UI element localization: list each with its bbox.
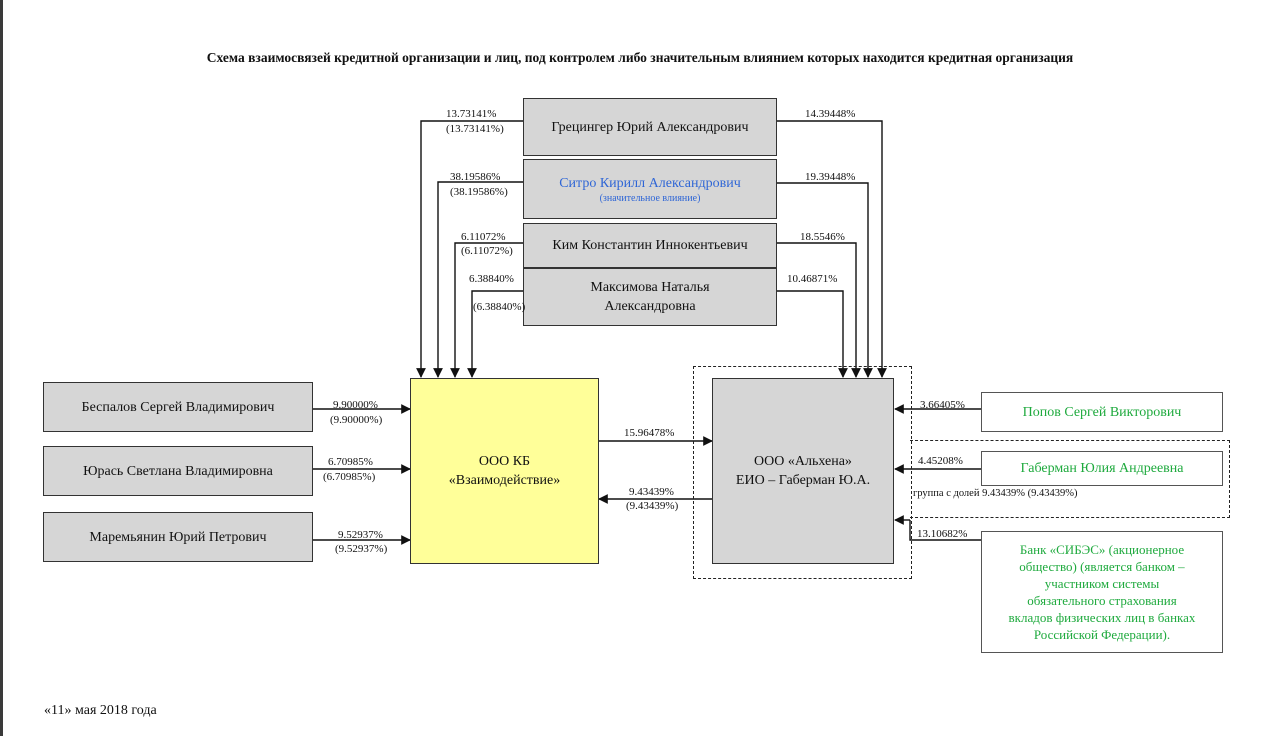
person-kim: Ким Константин Иннокентьевич bbox=[523, 223, 777, 268]
bank-sibes: Банк «СИБЭС» (акционерное общество) (явл… bbox=[981, 531, 1223, 653]
person-name: Габерман Юлия Андреевна bbox=[1020, 461, 1184, 476]
share-maksimova-kb-paren: (6.38840%) bbox=[473, 301, 526, 313]
arrow-maksimova-to-kb bbox=[467, 290, 523, 378]
person-name: Беспалов Сергей Владимирович bbox=[81, 399, 275, 415]
arrow-gretsinger-to-kb bbox=[416, 120, 523, 378]
share-gretsinger-kb: 13.73141% bbox=[446, 108, 497, 120]
share-yuras-paren: (6.70985%) bbox=[323, 471, 376, 483]
person-popov: Попов Сергей Викторович bbox=[981, 392, 1223, 432]
share-alkhena-to-kb-paren: (9.43439%) bbox=[626, 500, 679, 512]
person-gretsinger: Грецингер Юрий Александрович bbox=[523, 98, 777, 156]
share-bespalov: 9.90000% bbox=[333, 399, 378, 411]
share-maksimova-kb: 6.38840% bbox=[469, 273, 514, 285]
share-sitro-alkhena: 19.39448% bbox=[805, 171, 856, 183]
sibes-line: обязательного страхования bbox=[1027, 593, 1177, 608]
share-sitro-kb: 38.19586% bbox=[450, 171, 501, 183]
arrow-sitro-to-kb bbox=[433, 181, 523, 378]
person-bespalov: Беспалов Сергей Владимирович bbox=[43, 382, 313, 432]
person-note: (значительное влияние) bbox=[599, 192, 701, 204]
group-share-label: группа с долей 9.43439% (9.43439%) bbox=[913, 488, 1078, 499]
sibes-line: Банк «СИБЭС» (акционерное bbox=[1019, 542, 1185, 557]
share-gaberman: 4.45208% bbox=[918, 455, 963, 467]
person-name: Ситро Кирилл Александрович bbox=[559, 175, 741, 191]
person-sitro: Ситро Кирилл Александрович (значительное… bbox=[523, 159, 777, 219]
person-name: Юрась Светлана Владимировна bbox=[83, 463, 273, 479]
arrow-kim-to-alkhena bbox=[777, 242, 861, 378]
arrow-gretsinger-to-alkhena bbox=[777, 120, 887, 378]
share-alkhena-to-kb: 9.43439% bbox=[629, 486, 674, 498]
share-kim-kb-paren: (6.11072%) bbox=[461, 245, 513, 257]
gaberman-group-outline bbox=[910, 440, 1230, 518]
share-popov: 3.66405% bbox=[920, 399, 965, 411]
person-name: Маремьянин Юрий Петрович bbox=[89, 529, 267, 545]
sibes-line: вкладов физических лиц в банках bbox=[1008, 610, 1196, 625]
person-yuras: Юрась Светлана Владимировна bbox=[43, 446, 313, 496]
arrow-maksimova-to-alkhena bbox=[777, 290, 848, 378]
share-kb-to-alkhena: 15.96478% bbox=[624, 427, 675, 439]
person-name: Грецингер Юрий Александрович bbox=[551, 119, 749, 135]
person-name-line2: Александровна bbox=[604, 299, 696, 314]
share-kim-alkhena: 18.5546% bbox=[800, 231, 845, 243]
share-maremyanin-paren: (9.52937%) bbox=[335, 543, 388, 555]
arrow-kim-to-kb bbox=[450, 242, 523, 378]
share-yuras: 6.70985% bbox=[328, 456, 373, 468]
document-date: «11» мая 2018 года bbox=[44, 703, 157, 718]
share-maksimova-alkhena: 10.46871% bbox=[787, 273, 838, 285]
share-sitro-kb-paren: (38.19586%) bbox=[450, 186, 508, 198]
alkhena-group-outline bbox=[693, 366, 912, 579]
share-maremyanin: 9.52937% bbox=[338, 529, 383, 541]
share-gretsinger-alkhena: 14.39448% bbox=[805, 108, 856, 120]
share-gretsinger-kb-paren: (13.73141%) bbox=[446, 123, 504, 135]
sibes-line: общество) (является банком – bbox=[1019, 559, 1185, 574]
sibes-line: участником системы bbox=[1044, 576, 1160, 591]
bank-name-line1: ООО КБ bbox=[478, 454, 531, 469]
company-alkhena: ООО «Альхена» ЕИО – Габерман Ю.А. bbox=[712, 378, 894, 564]
share-sibes: 13.10682% bbox=[917, 528, 968, 540]
share-bespalov-paren: (9.90000%) bbox=[330, 414, 383, 426]
person-maksimova: Максимова Наталья Александровна bbox=[523, 268, 777, 326]
company-name-line2: ЕИО – Габерман Ю.А. bbox=[735, 473, 871, 488]
diagram-title: Схема взаимосвязей кредитной организации… bbox=[206, 50, 1074, 65]
person-gaberman: Габерман Юлия Андреевна bbox=[981, 451, 1223, 486]
person-name-line1: Максимова Наталья bbox=[590, 280, 710, 295]
company-name-line1: ООО «Альхена» bbox=[754, 454, 852, 469]
share-kim-kb: 6.11072% bbox=[461, 231, 506, 243]
arrow-sitro-to-alkhena bbox=[777, 182, 873, 378]
arrow-sibes-to-alkhena bbox=[909, 520, 981, 541]
person-name: Ким Константин Иннокентьевич bbox=[552, 238, 748, 253]
person-maremyanin: Маремьянин Юрий Петрович bbox=[43, 512, 313, 562]
bank-name-line2: «Взаимодействие» bbox=[448, 473, 561, 488]
person-name: Попов Сергей Викторович bbox=[1022, 404, 1182, 420]
page-edge bbox=[0, 0, 3, 736]
sibes-line: Российской Федерации). bbox=[1033, 627, 1171, 642]
bank-kb-vzaimodeystvie: ООО КБ «Взаимодействие» bbox=[410, 378, 599, 564]
